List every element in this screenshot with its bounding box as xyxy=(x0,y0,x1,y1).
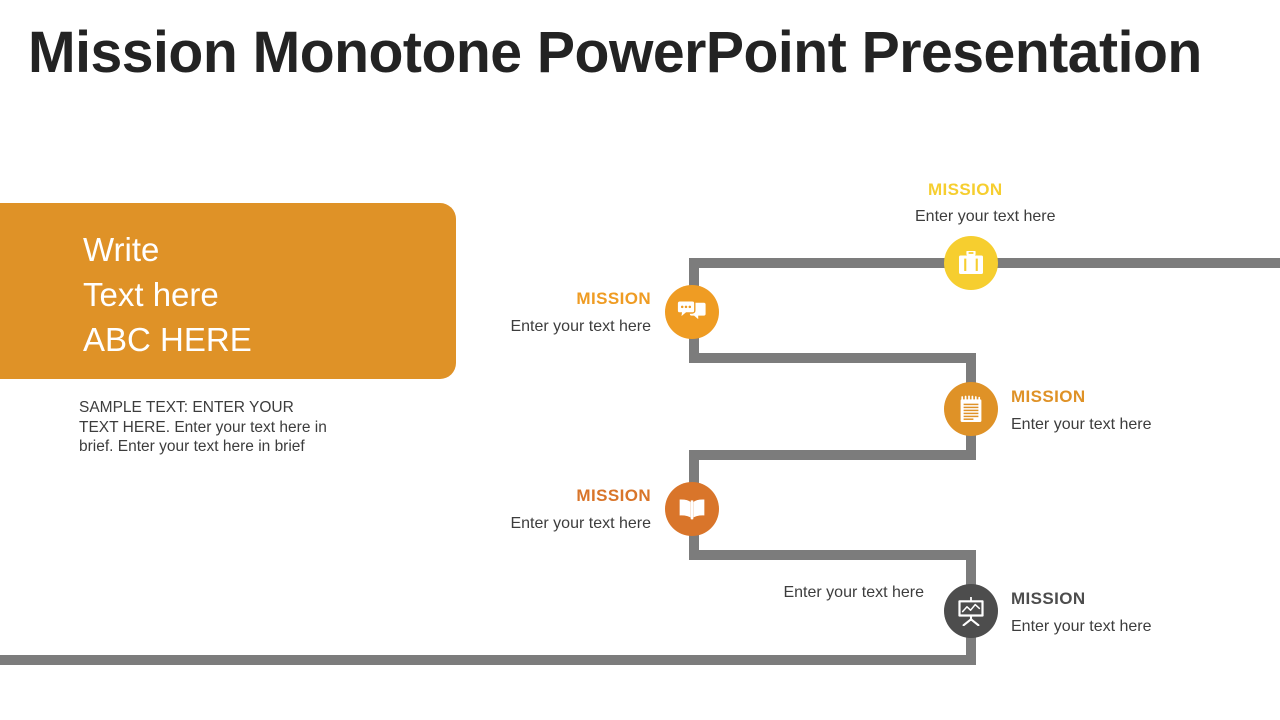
connector-segment-h2 xyxy=(689,353,976,363)
node3-mission-label: MISSION xyxy=(1011,387,1086,406)
left-orange-panel: Write Text here ABC HERE xyxy=(0,203,456,379)
notepad-icon xyxy=(959,395,983,423)
node2-icon-circle[interactable] xyxy=(665,285,719,339)
node1-mission-label: MISSION xyxy=(928,180,1003,199)
node5-description-left: Enter your text here xyxy=(783,584,924,601)
connector-segment-h4 xyxy=(689,550,976,560)
node5-mission-label: MISSION xyxy=(1011,589,1086,608)
connector-segment-bottom-horizontal xyxy=(0,655,976,665)
node1-icon-circle[interactable] xyxy=(944,236,998,290)
node5-description: Enter your text here xyxy=(1011,618,1152,635)
node2-description: Enter your text here xyxy=(510,318,651,335)
panel-line-3: ABC HERE xyxy=(83,321,252,358)
node2-mission-label: MISSION xyxy=(576,289,651,308)
node4-icon-circle[interactable] xyxy=(665,482,719,536)
page-title: Mission Monotone PowerPoint Presentation xyxy=(28,20,1202,85)
connector-segment-h3 xyxy=(689,450,976,460)
panel-line-2: Text here xyxy=(83,276,219,313)
presentation-easel-icon xyxy=(956,596,986,626)
node5-icon-circle[interactable] xyxy=(944,584,998,638)
node4-description: Enter your text here xyxy=(510,515,651,532)
left-body-paragraph: SAMPLE TEXT: ENTER YOUR TEXT HERE. Enter… xyxy=(79,399,327,455)
node3-description: Enter your text here xyxy=(1011,416,1152,433)
node3-icon-circle[interactable] xyxy=(944,382,998,436)
node4-mission-label: MISSION xyxy=(576,486,651,505)
panel-line-1: Write xyxy=(83,231,160,268)
node1-description: Enter your text here xyxy=(915,208,1056,225)
briefcase-icon xyxy=(958,251,984,275)
chat-bubbles-icon xyxy=(677,299,707,325)
open-book-icon xyxy=(677,497,707,521)
